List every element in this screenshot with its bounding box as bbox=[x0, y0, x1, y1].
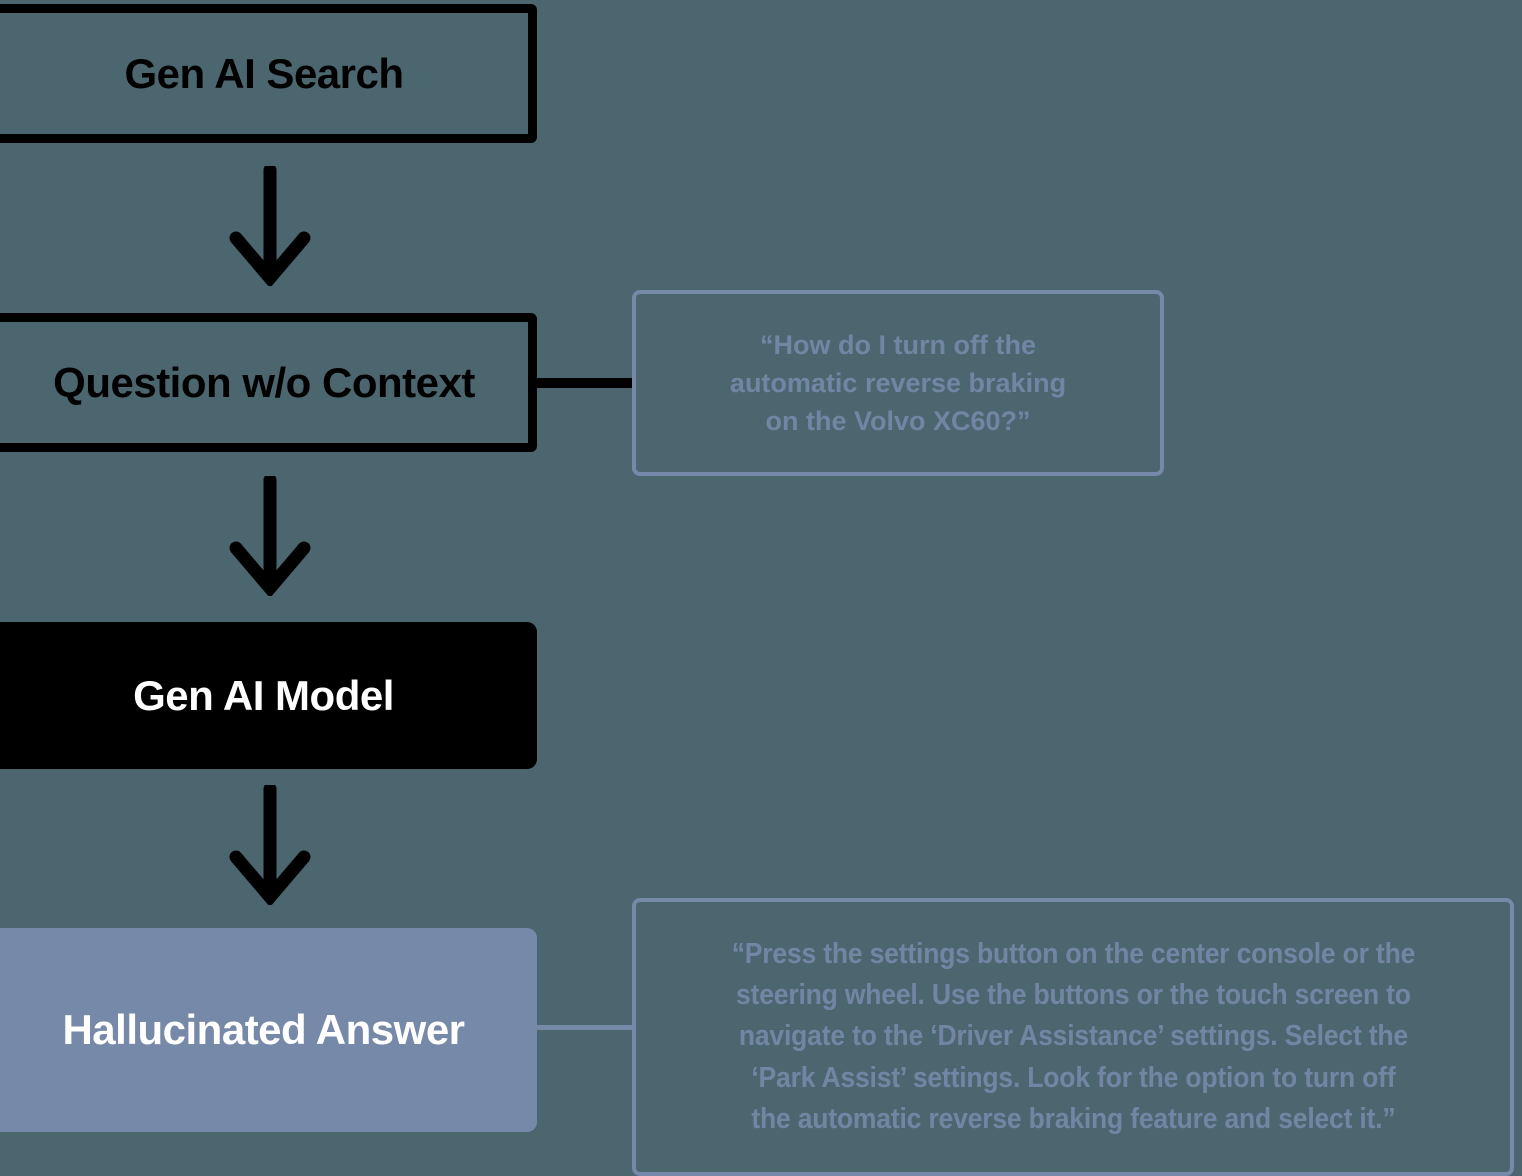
callout-answer-line: the automatic reverse braking feature an… bbox=[750, 1102, 1396, 1135]
connector-answer-to-callout bbox=[530, 1025, 636, 1030]
arrow-down-icon bbox=[229, 476, 311, 596]
node-gen-ai-model-label: Gen AI Model bbox=[133, 671, 394, 719]
node-gen-ai-search-label: Gen AI Search bbox=[124, 49, 404, 97]
callout-answer: “Press the settings button on the center… bbox=[632, 898, 1514, 1176]
node-hallucinated-answer: Hallucinated Answer bbox=[0, 928, 537, 1132]
callout-question-line: automatic reverse braking bbox=[729, 367, 1067, 398]
callout-question: “How do I turn off the automatic reverse… bbox=[632, 290, 1164, 476]
callout-answer-text: “Press the settings button on the center… bbox=[731, 934, 1415, 1141]
node-question-without-context: Question w/o Context bbox=[0, 313, 537, 452]
callout-answer-line: navigate to the ‘Driver Assistance’ sett… bbox=[738, 1020, 1408, 1053]
callout-question-text: “How do I turn off the automatic reverse… bbox=[730, 326, 1066, 441]
callout-answer-line: ‘Park Assist’ settings. Look for the opt… bbox=[750, 1061, 1396, 1094]
node-gen-ai-model: Gen AI Model bbox=[0, 622, 537, 769]
arrow-down-icon bbox=[229, 785, 311, 905]
connector-question-to-callout bbox=[530, 378, 636, 388]
arrow-down-icon bbox=[229, 166, 311, 286]
callout-question-line: on the Volvo XC60?” bbox=[765, 406, 1031, 437]
callout-question-line: “How do I turn off the bbox=[760, 329, 1036, 360]
node-gen-ai-search: Gen AI Search bbox=[0, 4, 537, 143]
node-question-without-context-label: Question w/o Context bbox=[53, 358, 475, 406]
node-hallucinated-answer-label: Hallucinated Answer bbox=[62, 1006, 465, 1053]
callout-answer-line: steering wheel. Use the buttons or the t… bbox=[735, 979, 1411, 1012]
callout-answer-line: “Press the settings button on the center… bbox=[731, 937, 1415, 970]
